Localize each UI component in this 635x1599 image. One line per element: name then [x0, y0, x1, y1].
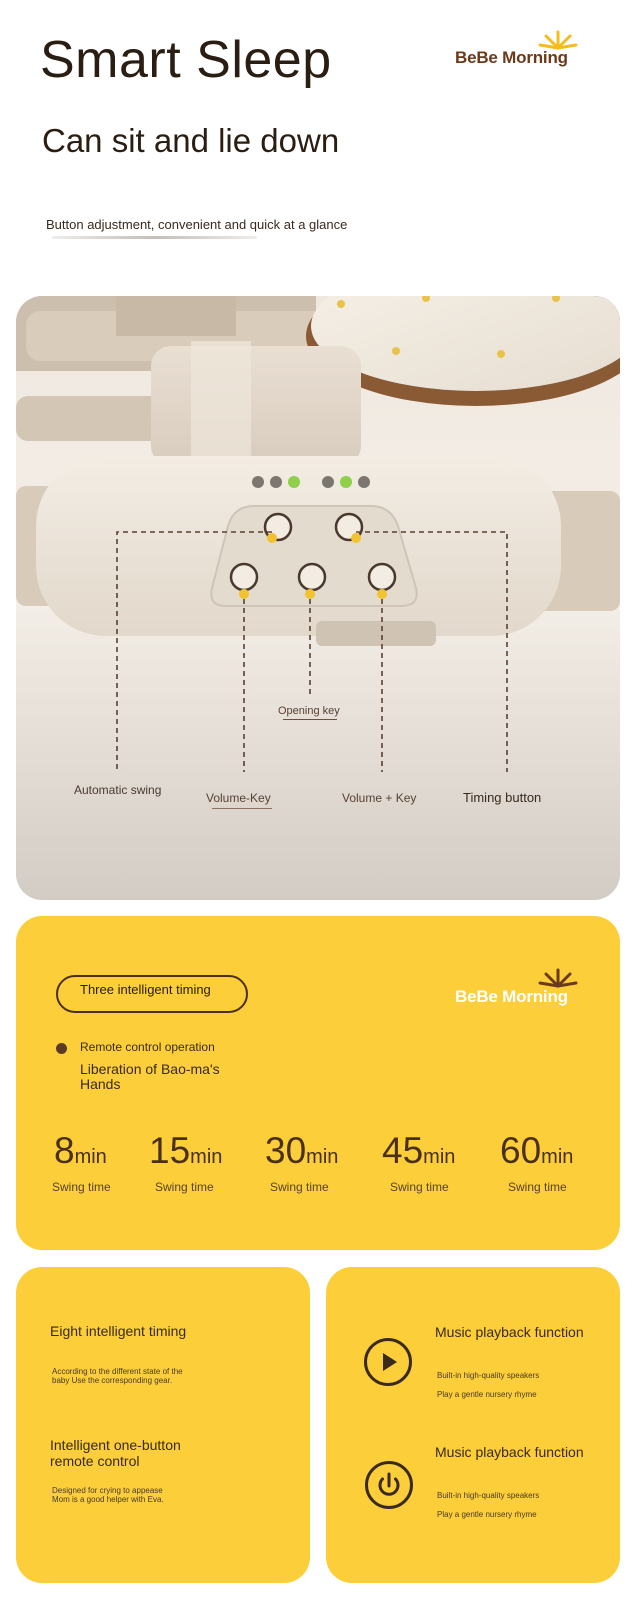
timing-value-2: 15min [149, 1130, 223, 1171]
bullet-dot [56, 1043, 67, 1054]
swing-control-panel-illustration [16, 296, 620, 772]
brand-logo: BeBe Morning [455, 48, 568, 67]
music-title-2: Music playback function [435, 1444, 584, 1460]
liberation-text: Liberation of Bao-ma's Hands [80, 1061, 220, 1092]
brand-logo-yellow: BeBe Morning [455, 987, 568, 1006]
timing-label-3: Swing time [270, 1180, 329, 1194]
callout-volume-minus-underline [212, 808, 272, 809]
eight-timing-desc: According to the different state of the … [52, 1367, 183, 1385]
callout-volume-minus: Volume-Key [206, 791, 271, 805]
timing-value-5: 60min [500, 1130, 574, 1171]
music-line-2a: Built-in high-quality speakers [437, 1491, 540, 1500]
sun-logo-icon [538, 968, 578, 988]
music-line-1a: Built-in high-quality speakers [437, 1371, 540, 1380]
timing-card [16, 916, 620, 1250]
music-line-2b: Play a gentle nursery rhyme [437, 1510, 537, 1519]
timing-value-1: 8min [54, 1130, 107, 1171]
music-title-1: Music playback function [435, 1324, 584, 1340]
remote-control-desc: Designed for crying to appease Mom is a … [52, 1486, 164, 1504]
play-icon [364, 1338, 412, 1386]
feature-card-left [16, 1267, 310, 1583]
page-title: Smart Sleep [40, 31, 332, 89]
page-subtitle: Can sit and lie down [42, 122, 340, 159]
callout-volume-plus: Volume + Key [342, 791, 417, 805]
timing-label-1: Swing time [52, 1180, 111, 1194]
sun-logo-icon [538, 30, 578, 50]
callout-automatic-swing: Automatic swing [74, 783, 162, 797]
timing-label-2: Swing time [155, 1180, 214, 1194]
eight-timing-title: Eight intelligent timing [50, 1323, 187, 1339]
power-icon [365, 1461, 413, 1509]
remote-control-title: Intelligent one-button remote control [50, 1437, 181, 1469]
callout-opening-key-underline [283, 719, 337, 720]
timing-pill-label: Three intelligent timing [80, 982, 211, 997]
callout-timing-button: Timing button [463, 790, 542, 805]
remote-control-text: Remote control operation [80, 1040, 215, 1054]
music-line-1b: Play a gentle nursery rhyme [437, 1390, 537, 1399]
callout-opening-key: Opening key [278, 705, 340, 717]
product-photo [16, 296, 620, 900]
timing-label-4: Swing time [390, 1180, 449, 1194]
timing-label-5: Swing time [508, 1180, 567, 1194]
tagline-underline [52, 236, 257, 239]
timing-value-3: 30min [265, 1130, 339, 1171]
timing-pill [56, 975, 248, 1013]
feature-card-right [326, 1267, 620, 1583]
tagline: Button adjustment, convenient and quick … [46, 217, 348, 232]
timing-value-4: 45min [382, 1130, 456, 1171]
